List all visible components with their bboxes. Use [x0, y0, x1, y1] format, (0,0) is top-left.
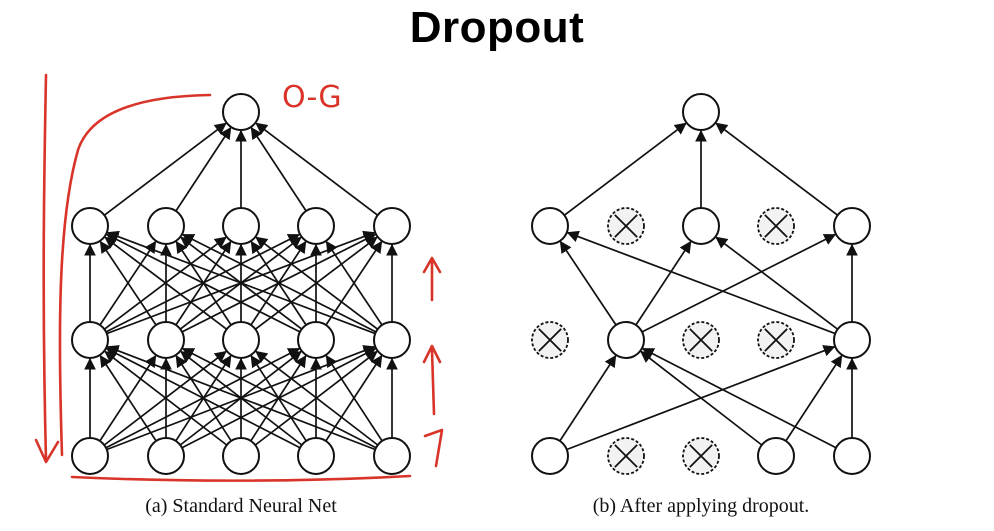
hidden-1-neuron-5 [833, 321, 871, 359]
connection-arrow [635, 240, 692, 326]
dropped-cross-line [764, 328, 788, 352]
hidden-1-neuron-2 [147, 321, 185, 359]
connection-arrow [255, 350, 379, 446]
hidden-1-neuron-2 [607, 321, 645, 359]
connection-arrow [106, 230, 376, 335]
dropped-hidden-1-neuron-3 [682, 321, 720, 359]
dropped-cross-line [764, 214, 788, 238]
input-neuron-5 [373, 437, 411, 475]
connection-arrow [105, 347, 301, 449]
dropped-cross-line [689, 328, 713, 352]
dropped-hidden-1-neuron-1 [531, 321, 569, 359]
annotation-bottom-underline [70, 474, 412, 482]
dropped-hidden-1-neuron-4 [757, 321, 795, 359]
dropout-neurons [531, 93, 871, 475]
hidden-2-neuron-1 [531, 207, 569, 245]
caption-dropout: (b) After applying dropout. [593, 495, 810, 517]
dropped-input-neuron-3 [682, 437, 720, 475]
connection-arrow [715, 122, 839, 216]
connection-arrow [104, 350, 228, 446]
connection-arrow [181, 347, 377, 449]
connection-arrow [104, 236, 228, 330]
connection-arrow [103, 122, 227, 216]
input-neuron-1 [531, 437, 569, 475]
annotation-left-arrow-line [42, 73, 48, 462]
hidden-1-neuron-1 [71, 321, 109, 359]
connection-arrow [175, 126, 232, 212]
annotation-text: O-G [282, 80, 342, 115]
connection-arrow [250, 126, 307, 212]
dropped-cross-line [614, 444, 638, 468]
connection-arrow [106, 345, 376, 451]
input-neuron-5 [833, 437, 871, 475]
input-neuron-3 [222, 437, 260, 475]
connection-arrow [715, 236, 839, 330]
connection-arrow [641, 347, 837, 449]
dropout-connections [559, 122, 858, 451]
hidden-1-neuron-3 [222, 321, 260, 359]
connection-arrow [641, 233, 837, 333]
hidden-2-neuron-2 [147, 207, 185, 245]
caption-standard: (a) Standard Neural Net [145, 495, 337, 517]
annotation-tick-mark [423, 428, 444, 468]
connection-arrow [255, 122, 379, 216]
annotation-up-arrow-2 [422, 344, 442, 416]
connection-arrow [559, 240, 617, 326]
connection-arrow [99, 354, 157, 442]
dropped-cross-line [614, 214, 638, 238]
standard-connections [84, 122, 398, 451]
hidden-2-neuron-5 [833, 207, 871, 245]
hidden-2-neuron-1 [71, 207, 109, 245]
hidden-2-neuron-3 [222, 207, 260, 245]
connection-arrow [640, 350, 763, 446]
input-neuron-4 [297, 437, 335, 475]
hidden-1-neuron-5 [373, 321, 411, 359]
dropped-hidden-2-neuron-4 [757, 207, 795, 245]
dropped-input-neuron-2 [607, 437, 645, 475]
connection-arrow [255, 236, 379, 330]
output-neuron-1 [222, 93, 260, 131]
standard-network [71, 93, 411, 475]
slide-title: Dropout [409, 3, 585, 52]
hidden-2-neuron-5 [373, 207, 411, 245]
dropped-hidden-2-neuron-2 [607, 207, 645, 245]
connection-arrow [99, 240, 157, 326]
annotation-loop-curve [58, 93, 212, 457]
connection-arrow [181, 233, 377, 333]
connection-arrow [785, 354, 843, 442]
hidden-1-neuron-4 [297, 321, 335, 359]
connection-arrow [325, 354, 383, 442]
red-annotations: O-G [34, 73, 444, 482]
dropped-cross-line [689, 444, 713, 468]
dropped-cross-line [538, 328, 562, 352]
connection-arrow [105, 233, 301, 333]
dropout-network [531, 93, 871, 475]
input-neuron-4 [757, 437, 795, 475]
hidden-2-neuron-4 [297, 207, 335, 245]
input-neuron-1 [71, 437, 109, 475]
connection-arrow [563, 122, 687, 216]
connection-arrow [559, 354, 617, 442]
standard-neurons [71, 93, 411, 475]
connection-arrow [325, 240, 383, 326]
connection-arrow [566, 230, 836, 335]
annotation-up-arrow-1 [422, 256, 442, 302]
hidden-2-neuron-3 [682, 207, 720, 245]
output-neuron-1 [682, 93, 720, 131]
annotation-left-arrow-head [34, 438, 60, 464]
input-neuron-2 [147, 437, 185, 475]
